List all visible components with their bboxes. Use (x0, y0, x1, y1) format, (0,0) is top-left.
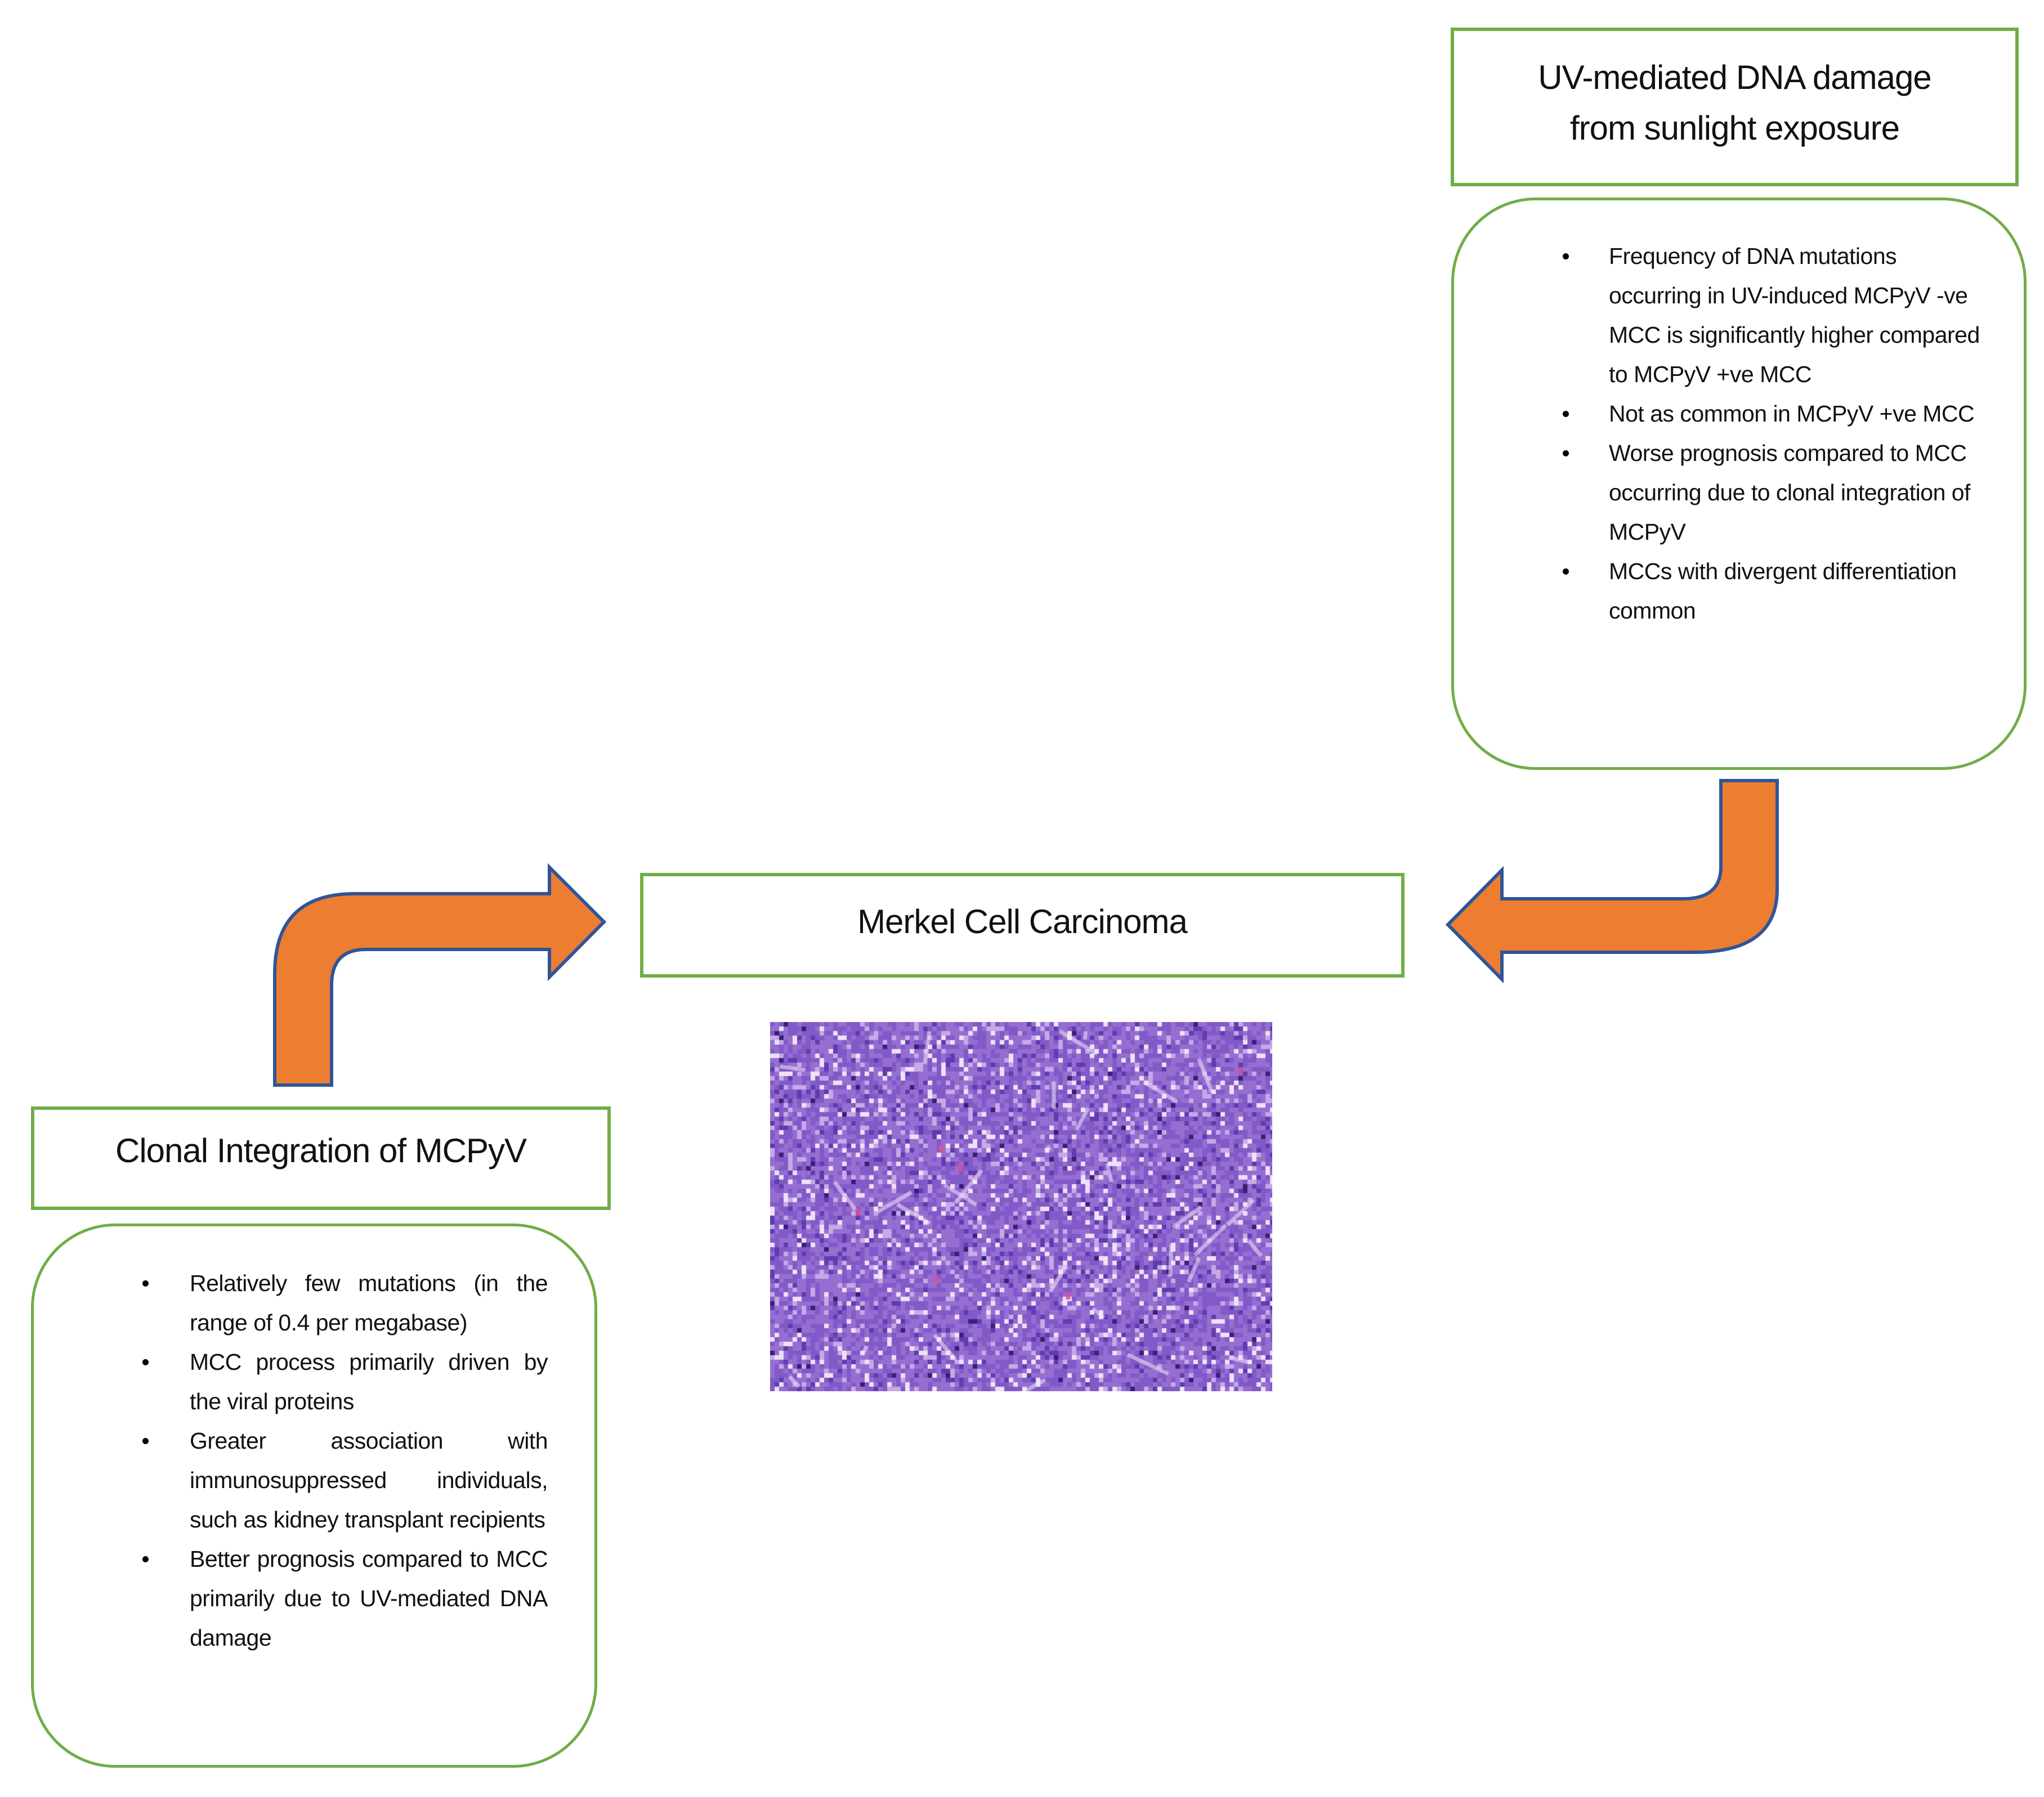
bullet-icon (1563, 568, 1569, 575)
bullet-icon (1563, 253, 1569, 259)
list-item: Worse prognosis compared to MCC occurrin… (1563, 433, 1980, 552)
bullet-icon (142, 1280, 149, 1287)
clonal-integration-title-box: Clonal Integration of MCPyV (31, 1106, 611, 1210)
uv-damage-details-box (1451, 198, 2027, 770)
clonal-integration-details-box (31, 1224, 597, 1768)
clonal-integration-bullet-list: Relatively few mutations (in the range o… (142, 1263, 548, 1657)
list-item: MCC process primarily driven by the vira… (142, 1342, 548, 1421)
clonal-integration-title: Clonal Integration of MCPyV (115, 1132, 527, 1169)
list-item: Greater association with immunosuppresse… (142, 1421, 548, 1539)
right-bent-arrow-icon (1445, 779, 1779, 984)
list-item: Frequency of DNA mutations occurring in … (1563, 236, 1980, 394)
uv-damage-title: UV-mediated DNA damage from sunlight exp… (1538, 52, 1931, 154)
list-item: Not as common in MCPyV +ve MCC (1563, 394, 1980, 433)
uv-damage-title-line2: from sunlight exposure (1570, 109, 1900, 147)
merkel-cell-carcinoma-box: Merkel Cell Carcinoma (640, 873, 1405, 978)
uv-damage-bullet-list: Frequency of DNA mutations occurring in … (1563, 236, 1980, 630)
bullet-icon (1563, 450, 1569, 456)
bullet-icon (1563, 411, 1569, 417)
uv-damage-title-line1: UV-mediated DNA damage (1538, 59, 1931, 96)
histology-canvas (770, 1022, 1272, 1391)
list-item: Relatively few mutations (in the range o… (142, 1263, 548, 1342)
left-bent-arrow-icon (273, 863, 607, 1087)
bullet-icon (142, 1556, 149, 1562)
bullet-icon (142, 1359, 149, 1365)
uv-damage-title-box: UV-mediated DNA damage from sunlight exp… (1451, 28, 2019, 186)
center-title: Merkel Cell Carcinoma (857, 903, 1188, 940)
list-item: MCCs with divergent differentiation comm… (1563, 552, 1980, 630)
bullet-icon (142, 1438, 149, 1444)
list-item: Better prognosis compared to MCC primari… (142, 1539, 548, 1657)
histology-image (770, 1022, 1272, 1391)
